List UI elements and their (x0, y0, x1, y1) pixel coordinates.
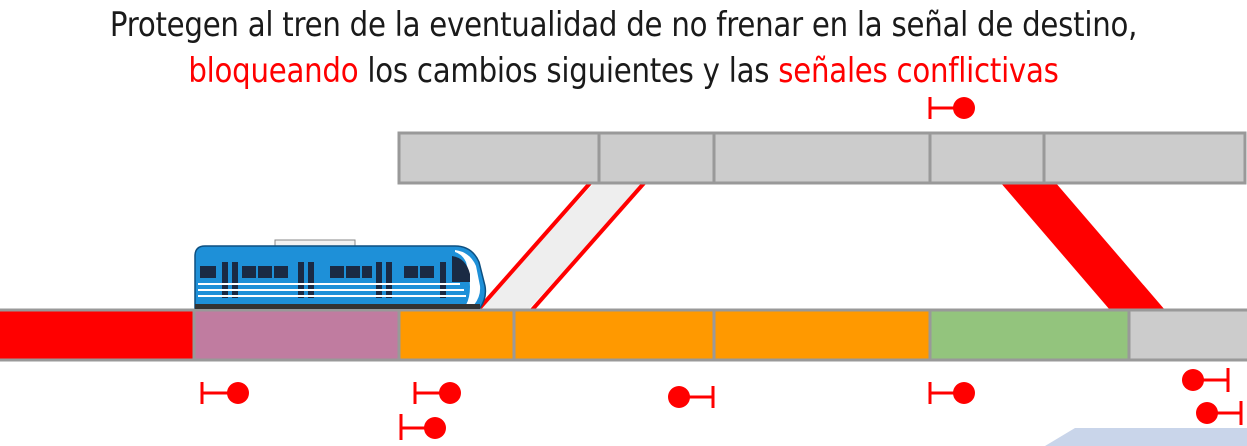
main-block-locked (397, 308, 516, 362)
title-highlight-senales: señales conflictivas (778, 51, 1059, 91)
signal-3 (668, 386, 715, 408)
upper-block (597, 131, 716, 185)
upper-block (397, 131, 601, 185)
signal-5b (1196, 401, 1243, 425)
signal-2 (413, 382, 461, 404)
main-block-route (928, 308, 1131, 362)
main-block-occupied (0, 308, 196, 362)
main-track (0, 308, 1247, 362)
upper-block (928, 131, 1046, 185)
title-line-2-middle: los cambios siguientes y las (358, 51, 779, 91)
title-highlight-bloqueando: bloqueando (188, 51, 359, 91)
main-block-train (192, 308, 401, 362)
upper-track (397, 131, 1247, 185)
signal-upper (928, 97, 975, 119)
background-decoration (1045, 428, 1247, 446)
train-windows (200, 256, 470, 298)
upper-block (1042, 131, 1247, 185)
right-crossover (1000, 182, 1165, 310)
signal-4 (928, 382, 975, 404)
diagram-title: Protegen al tren de la eventualidad de n… (87, 2, 1159, 94)
signal-2b (399, 414, 446, 440)
left-crossover (478, 182, 645, 310)
upper-block (712, 131, 932, 185)
main-block-locked (512, 308, 716, 362)
title-line-2: bloqueando los cambios siguientes y las … (87, 48, 1159, 94)
title-line-1: Protegen al tren de la eventualidad de n… (109, 5, 1138, 45)
train-underframe (195, 304, 480, 309)
train-icon (194, 239, 487, 309)
signal-1 (200, 382, 249, 404)
main-block-locked (712, 308, 932, 362)
train-stripes (198, 283, 466, 297)
train-nose-stripe (455, 250, 481, 305)
left-crossover-edge-1 (476, 180, 593, 312)
left-crossover-edge-2 (530, 180, 647, 312)
main-block-free (1127, 308, 1247, 362)
signals (200, 97, 1243, 440)
signal-5 (1182, 368, 1230, 392)
